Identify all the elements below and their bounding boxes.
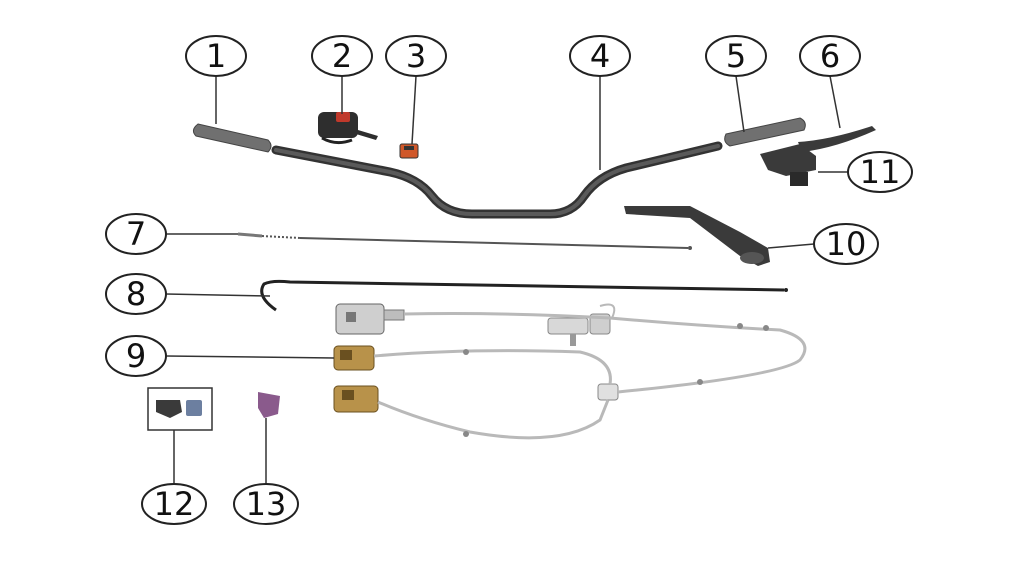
svg-text:4: 4 xyxy=(590,37,610,75)
brake-cable xyxy=(260,279,788,312)
master-cylinder xyxy=(760,144,816,186)
svg-text:3: 3 xyxy=(406,37,426,75)
handlebar xyxy=(271,141,723,219)
front-brake-lever xyxy=(798,126,876,152)
callout-12: 12 xyxy=(141,483,207,525)
svg-text:12: 12 xyxy=(154,485,195,523)
callout-13: 13 xyxy=(233,483,299,525)
svg-text:11: 11 xyxy=(860,153,901,191)
svg-text:8: 8 xyxy=(126,275,146,313)
svg-text:9: 9 xyxy=(126,337,146,375)
callout-2: 2 xyxy=(311,35,373,77)
leader-lines xyxy=(165,75,848,486)
svg-text:7: 7 xyxy=(126,215,146,253)
callout-3: 3 xyxy=(385,35,447,77)
callout-4: 4 xyxy=(569,35,631,77)
callout-9: 9 xyxy=(105,335,167,377)
brake-hose-assembly xyxy=(333,303,807,440)
svg-text:2: 2 xyxy=(332,37,352,75)
callout-5: 5 xyxy=(705,35,767,77)
svg-text:10: 10 xyxy=(826,225,867,263)
stop-switch xyxy=(399,143,419,159)
throttle-cable xyxy=(237,232,692,250)
svg-text:1: 1 xyxy=(206,37,226,75)
callout-6: 6 xyxy=(799,35,861,77)
brake-pedal xyxy=(624,206,770,266)
brake-pads xyxy=(147,387,213,431)
callout-8: 8 xyxy=(105,273,167,315)
svg-text:6: 6 xyxy=(820,37,840,75)
svg-text:5: 5 xyxy=(726,37,746,75)
left-grip xyxy=(192,123,272,153)
callout-10: 10 xyxy=(813,223,879,265)
callout-7: 7 xyxy=(105,213,167,255)
svg-text:13: 13 xyxy=(246,485,287,523)
callout-11: 11 xyxy=(847,151,913,193)
callout-1: 1 xyxy=(185,35,247,77)
right-grip xyxy=(724,117,806,147)
small-pad xyxy=(258,392,280,418)
left-switch-assembly xyxy=(318,112,378,145)
